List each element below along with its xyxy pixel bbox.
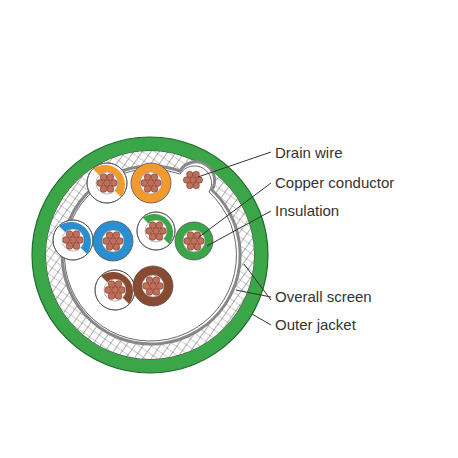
insulation [131, 163, 171, 203]
insulated-conductor [137, 212, 175, 250]
insulation-edge [87, 163, 127, 203]
strand [113, 232, 120, 239]
conductor-bed [62, 229, 84, 251]
insulation-edge [137, 212, 175, 250]
insulated-conductor [133, 266, 173, 306]
insulation [137, 212, 175, 250]
callout-label: Outer jacket [275, 316, 356, 334]
strand [107, 185, 114, 192]
insulated-conductor [53, 220, 93, 260]
strand [115, 292, 122, 299]
foil-screen [62, 162, 240, 344]
insulation [175, 222, 213, 260]
conductor-bed [142, 275, 164, 297]
insulation-stripe [93, 165, 125, 197]
strand [113, 243, 120, 250]
callout-label: Drain wire [275, 144, 343, 162]
strand [194, 243, 201, 250]
conductor-bed [102, 230, 124, 252]
insulation [87, 163, 127, 203]
strand [73, 231, 80, 238]
strand [194, 232, 201, 239]
callout-label: Insulation [275, 202, 339, 220]
strand [193, 182, 199, 188]
strand [73, 242, 80, 249]
strand [146, 277, 153, 284]
strand [156, 233, 163, 240]
conductor-bed [140, 172, 162, 194]
strand [156, 222, 163, 229]
callout-label: Copper conductor [275, 174, 394, 192]
strand [153, 277, 160, 284]
insulation-stripe [59, 222, 91, 254]
insulation [93, 221, 133, 261]
overall-screen-braid [40, 145, 260, 365]
insulated-conductor [175, 222, 213, 260]
strand [108, 281, 115, 288]
insulation [133, 266, 173, 306]
conductor-bed [96, 172, 118, 194]
cores [53, 163, 213, 310]
outer-jacket [32, 137, 268, 373]
strand [107, 174, 114, 181]
callout-label: Overall screen [275, 288, 372, 306]
strand [106, 232, 113, 239]
conductor-bed [145, 220, 167, 242]
strand [187, 171, 193, 177]
strand [151, 174, 158, 181]
strand [187, 232, 194, 239]
conductor-bed [104, 279, 126, 301]
conductor-bed [183, 230, 205, 252]
strand [66, 231, 73, 238]
insulated-conductor [131, 163, 171, 203]
insulation-edge [95, 270, 135, 310]
insulation-stripe [143, 214, 173, 244]
insulation-stripe [101, 272, 133, 304]
insulation-edge [53, 220, 93, 260]
insulation [53, 220, 93, 260]
insulated-conductor [95, 270, 135, 310]
drain-wire [183, 171, 202, 188]
strand [115, 281, 122, 288]
insulated-conductor [93, 221, 133, 261]
strand [153, 288, 160, 295]
strand [149, 222, 156, 229]
leader-lines [198, 152, 271, 325]
insulated-conductor [87, 163, 127, 203]
strand [100, 174, 107, 181]
strand [144, 174, 151, 181]
insulation [95, 270, 135, 310]
strand [151, 185, 158, 192]
